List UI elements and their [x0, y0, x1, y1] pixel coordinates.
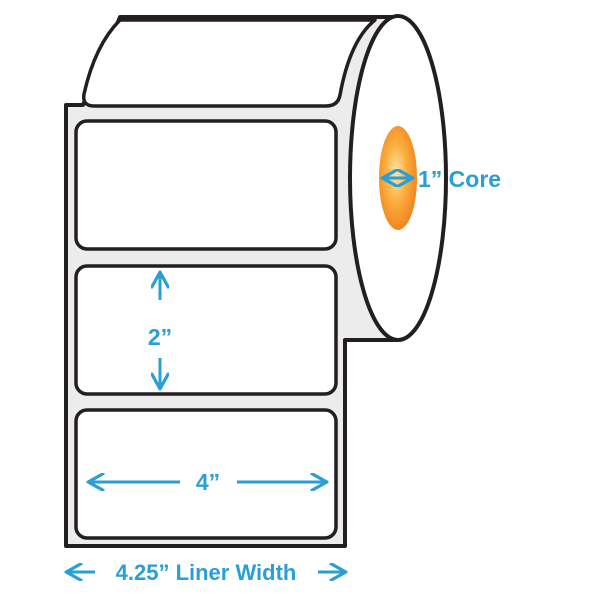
- label-height-text: 2”: [148, 324, 172, 350]
- label-width-text: 4”: [196, 469, 220, 495]
- label-1: [74, 119, 338, 251]
- core-size-label: 1” Core: [418, 166, 501, 192]
- liner-width-text: 4.25” Liner Width: [116, 560, 297, 585]
- label-3: [74, 408, 338, 540]
- label-top-wrap: [81, 18, 377, 108]
- label-2: [74, 264, 338, 396]
